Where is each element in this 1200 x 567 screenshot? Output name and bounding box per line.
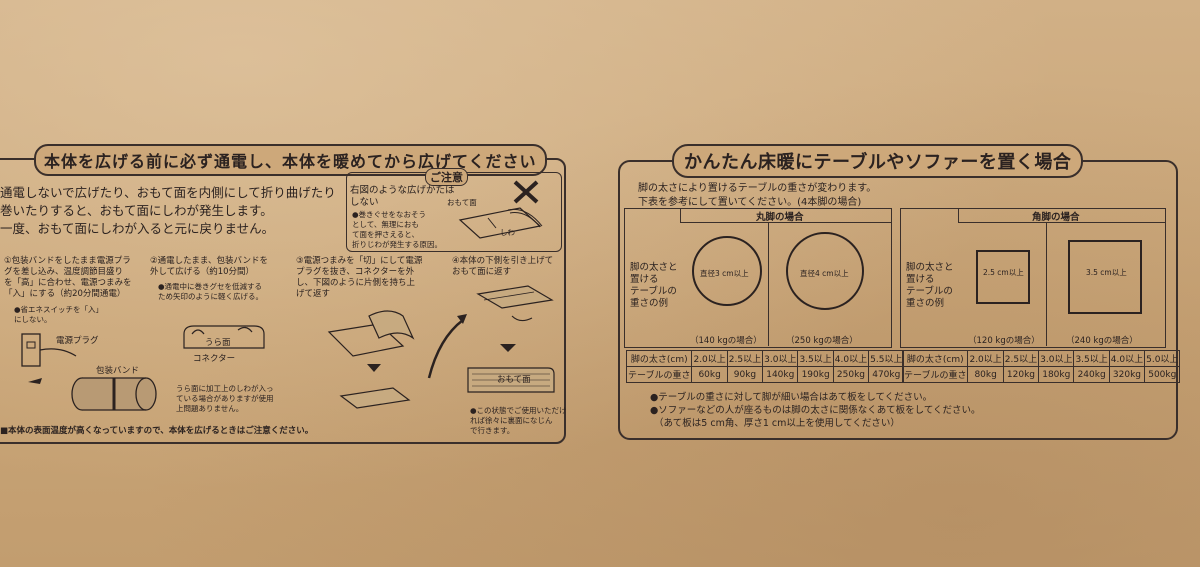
bottom-note: ■本体の表面温度が高くなっていますので、本体を広げるときはご注意ください。: [0, 426, 314, 436]
table-cell: 60kg: [691, 366, 728, 383]
round-leg-header: 丸脚の場合: [756, 212, 804, 223]
round-leg-row-label: 脚の太さと 置ける テーブルの 重さの例: [630, 262, 678, 309]
caution-label: ご注意: [425, 168, 468, 186]
caution-figure: [458, 180, 543, 239]
square-leg-row-label: 脚の太さと 置ける テーブルの 重さの例: [906, 262, 954, 309]
round-leg-small-case: （140 kgの場合）: [690, 336, 762, 346]
square-leg-large-dim: 3.5 cm以上: [1086, 268, 1127, 277]
table-cell: 3.0以上: [1038, 350, 1075, 367]
table-cell: 320kg: [1108, 366, 1146, 383]
round-leg-weight-row: テーブルの重さ 60kg 90kg 140kg 190kg 250kg 470k…: [625, 366, 905, 383]
step-4-figure: [467, 285, 555, 393]
step-4-note: ●この状態でご使用いただけ れば徐々に裏面になじん で行きます。: [470, 406, 567, 435]
round-leg-thickness-label: 脚の太さ(cm): [625, 350, 693, 367]
right-note-2: ●ソファーなどの人が座るものは脚の太さに関係なくあて板をしてください。: [650, 405, 981, 416]
square-leg-small-case: （120 kgの場合）: [968, 336, 1040, 346]
right-panel-title: かんたん床暖にテーブルやソファーを置く場合: [672, 144, 1084, 178]
right-note-3: （あて板は5 cm角、厚さ1 cm以上を使用してください）: [654, 418, 900, 429]
step-2-back-note: うら面に加工上のしわが入っ ている場合がありますが使用 上問題ありません。: [176, 384, 274, 413]
lead-line-1: 通電しないで広げたり、おもて面を内側にして折り曲げたり: [0, 185, 336, 200]
round-leg-small-circle: [692, 236, 762, 306]
table-cell: 3.5以上: [1073, 350, 1110, 367]
round-leg-table: 脚の太さ(cm) 2.0以上 2.5以上 3.0以上 3.5以上 4.0以上 5…: [625, 350, 905, 383]
round-leg-header-cell: [680, 208, 891, 223]
step-2-text: ②通電したまま、包装バンドを 外して広げる（約10分間）: [150, 256, 268, 277]
table-cell: 5.5以上: [868, 350, 905, 367]
lead-line-3: 一度、おもて面にしわが入ると元に戻りません。: [0, 221, 275, 236]
square-leg-thickness-row: 脚の太さ(cm) 2.0以上 2.5以上 3.0以上 3.5以上 4.0以上 5…: [901, 350, 1181, 367]
fig-plug-label: 電源プラグ: [56, 336, 99, 346]
caution-heading: 右図のような広げかたは しない: [350, 185, 455, 208]
table-cell: 2.5以上: [1002, 350, 1040, 367]
step-3-text: ③電源つまみを「切」にして電源 プラグを抜き、コネクターを外 し、下図のように片…: [296, 256, 423, 299]
table-cell: 90kg: [726, 366, 764, 383]
fig-band-label: 包装バンド: [96, 366, 139, 376]
square-leg-table: 脚の太さ(cm) 2.0以上 2.5以上 3.0以上 3.5以上 4.0以上 5…: [901, 350, 1181, 383]
right-note-1: ●テーブルの重さに対して脚が細い場合はあて板をしてください。: [650, 392, 933, 403]
round-leg-large-case: （250 kgの場合）: [786, 336, 858, 346]
step-3-figure: [327, 310, 467, 409]
round-leg-frame: [624, 208, 892, 348]
step-1-note: ●省エネスイッチを「入」 にしない。: [14, 305, 104, 324]
fig-connector-label: コネクター: [193, 354, 236, 364]
table-cell: 140kg: [762, 366, 799, 383]
round-leg-large-circle: [786, 232, 864, 310]
square-leg-weight-row: テーブルの重さ 80kg 120kg 180kg 240kg 320kg 500…: [901, 366, 1181, 383]
table-cell: 2.5以上: [726, 350, 764, 367]
caution-fig-front-label: おもて面: [447, 198, 477, 207]
fig-front-label: おもて面: [497, 375, 531, 385]
step-2-figure: [183, 325, 265, 349]
table-cell: 4.0以上: [1108, 350, 1146, 367]
table-cell: 4.0以上: [832, 350, 870, 367]
square-leg-small-square: [976, 250, 1030, 304]
square-leg-thickness-label: 脚の太さ(cm): [901, 350, 969, 367]
square-leg-large-case: （240 kgの場合）: [1066, 336, 1138, 346]
round-leg-large-dim: 直径4 cm以上: [800, 269, 849, 278]
table-cell: 3.0以上: [762, 350, 799, 367]
caution-bullet: ●巻きぐせをなおそう として、無理におも て面を押さえると、 折りじわが発生する…: [352, 210, 442, 249]
lead-line-2: 巻いたりすると、おもて面にしわが発生します。: [0, 203, 273, 218]
table-cell: 2.0以上: [691, 350, 728, 367]
square-leg-header: 角脚の場合: [1032, 212, 1080, 223]
round-leg-weight-label: テーブルの重さ: [625, 366, 693, 383]
table-cell: 470kg: [868, 366, 905, 383]
table-cell: 240kg: [1073, 366, 1110, 383]
step-4-text: ④本体の下側を引き上げて おもて面に返す: [452, 256, 554, 277]
table-cell: 120kg: [1002, 366, 1040, 383]
table-cell: 2.0以上: [967, 350, 1004, 367]
step-2-note: ●通電中に巻きグセを低減する ため矢印のように軽く広げる。: [158, 282, 263, 301]
square-leg-small-dim: 2.5 cm以上: [983, 268, 1024, 277]
square-leg-divider: [1046, 222, 1047, 346]
square-leg-weight-label: テーブルの重さ: [901, 366, 969, 383]
right-intro: 脚の太さにより置けるテーブルの重さが変わります。 下表を参考にして置いてください…: [638, 183, 877, 208]
round-leg-divider: [768, 222, 769, 346]
step-1-text: ①包装バンドをしたまま電源プラ グを差し込み、温度調節目盛り を「高」に合わせ、…: [4, 256, 132, 299]
square-leg-large-square: [1068, 240, 1142, 314]
round-leg-thickness-row: 脚の太さ(cm) 2.0以上 2.5以上 3.0以上 3.5以上 4.0以上 5…: [625, 350, 905, 367]
table-cell: 5.0以上: [1144, 350, 1181, 367]
round-leg-small-dim: 直径3 cm以上: [700, 269, 749, 278]
table-cell: 180kg: [1038, 366, 1075, 383]
table-cell: 3.5以上: [797, 350, 834, 367]
square-leg-header-cell: [958, 208, 1165, 223]
table-cell: 500kg: [1144, 366, 1181, 383]
table-cell: 80kg: [967, 366, 1004, 383]
square-leg-frame: [900, 208, 1166, 348]
table-cell: 250kg: [832, 366, 870, 383]
step-1-figure: [21, 333, 157, 411]
caution-fig-wrinkle-label: しわ: [500, 228, 515, 237]
table-cell: 190kg: [797, 366, 834, 383]
fig-back-label: うら面: [205, 338, 231, 348]
